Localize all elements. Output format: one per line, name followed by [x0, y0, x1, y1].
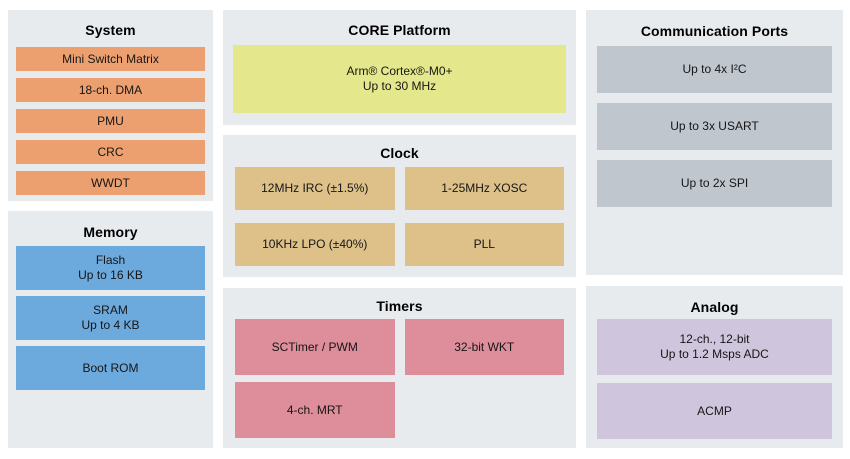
block-label-line2: Up to 4 KB	[81, 318, 140, 332]
block-sctimer-pwm: SCTimer / PWM	[235, 319, 395, 375]
panel-system-title: System	[85, 22, 136, 38]
panel-memory-blocks: Flash Up to 16 KB SRAM Up to 4 KB Boot R…	[16, 246, 205, 390]
block-crc: CRC	[16, 140, 205, 164]
panel-communication-ports-title: Communication Ports	[640, 23, 789, 39]
block-label-line2: Up to 30 MHz	[362, 79, 437, 93]
panel-timers-title: Timers	[376, 298, 423, 314]
block-label: WWDT	[91, 175, 130, 190]
block-label-line2: Up to 1.2 Msps ADC	[660, 347, 769, 361]
block-mrt: 4-ch. MRT	[235, 382, 395, 438]
block-label-line1: Flash	[95, 253, 126, 267]
block-usart: Up to 3x USART	[597, 103, 832, 150]
panel-core-platform: CORE Platform Arm® Cortex®-M0+ Up to 30 …	[223, 10, 576, 125]
block-label: 1-25MHz XOSC	[441, 181, 528, 195]
panel-communication-ports: Communication Ports Up to 4x I²C Up to 3…	[586, 10, 843, 275]
block-label: SCTimer / PWM	[271, 339, 358, 354]
panel-communication-ports-blocks: Up to 4x I²C Up to 3x USART Up to 2x SPI	[597, 46, 832, 207]
block-label-line1: SRAM	[93, 303, 128, 317]
block-wkt: 32-bit WKT	[404, 319, 564, 375]
block-arm-cortex-m0plus: Arm® Cortex®-M0+ Up to 30 MHz	[233, 45, 566, 113]
block-label: PMU	[97, 113, 124, 128]
block-label-line1: 12-ch., 12-bit	[679, 332, 750, 346]
block-flash: Flash Up to 16 KB	[16, 246, 205, 290]
block-acmp: ACMP	[597, 383, 832, 439]
block-dma: 18-ch. DMA	[16, 78, 205, 102]
panel-memory-title: Memory	[83, 224, 138, 240]
block-label: 12MHz IRC (±1.5%)	[261, 181, 369, 195]
block-label: Up to 2x SPI	[680, 176, 749, 190]
block-label: ACMP	[697, 403, 732, 418]
block-pmu: PMU	[16, 109, 205, 133]
panel-analog-title: Analog	[690, 299, 739, 315]
block-label-line2: Up to 16 KB	[78, 268, 143, 282]
block-label: PLL	[473, 237, 495, 251]
block-sram: SRAM Up to 4 KB	[16, 296, 205, 340]
panel-timers-blocks: SCTimer / PWM 32-bit WKT 4-ch. MRT	[235, 319, 564, 438]
panel-clock-title: Clock	[380, 145, 419, 161]
block-label: 4-ch. MRT	[286, 402, 343, 417]
block-label: 18-ch. DMA	[78, 82, 143, 97]
panel-timers: Timers SCTimer / PWM 32-bit WKT 4-ch. MR…	[223, 288, 576, 448]
block-label: 32-bit WKT	[454, 339, 515, 354]
panel-clock-blocks: 12MHz IRC (±1.5%) 1-25MHz XOSC 10KHz LPO…	[235, 167, 564, 266]
block-wwdt: WWDT	[16, 171, 205, 195]
block-lpo: 10KHz LPO (±40%)	[235, 223, 395, 266]
panel-clock: Clock 12MHz IRC (±1.5%) 1-25MHz XOSC 10K…	[223, 135, 576, 277]
panel-analog: Analog 12-ch., 12-bit Up to 1.2 Msps ADC…	[586, 286, 843, 448]
block-spi: Up to 2x SPI	[597, 160, 832, 207]
block-label: Boot ROM	[82, 360, 139, 375]
block-label: CRC	[97, 144, 124, 159]
panel-core-platform-blocks: Arm® Cortex®-M0+ Up to 30 MHz	[233, 45, 566, 113]
panel-system-blocks: Mini Switch Matrix 18-ch. DMA PMU CRC WW…	[16, 47, 205, 195]
block-mini-switch-matrix: Mini Switch Matrix	[16, 47, 205, 71]
block-i2c: Up to 4x I²C	[597, 46, 832, 93]
panel-core-platform-title: CORE Platform	[348, 22, 451, 38]
block-irc: 12MHz IRC (±1.5%)	[235, 167, 395, 210]
block-xosc: 1-25MHz XOSC	[404, 167, 564, 210]
block-label-line1: Arm® Cortex®-M0+	[346, 64, 453, 78]
block-boot-rom: Boot ROM	[16, 346, 205, 390]
block-adc: 12-ch., 12-bit Up to 1.2 Msps ADC	[597, 319, 832, 375]
panel-analog-blocks: 12-ch., 12-bit Up to 1.2 Msps ADC ACMP	[597, 319, 832, 439]
block-label: Up to 3x USART	[670, 119, 759, 133]
block-label: 10KHz LPO (±40%)	[262, 237, 368, 251]
panel-system: System Mini Switch Matrix 18-ch. DMA PMU…	[8, 10, 213, 201]
block-pll: PLL	[404, 223, 564, 266]
block-label: Mini Switch Matrix	[62, 51, 159, 66]
panel-memory: Memory Flash Up to 16 KB SRAM Up to 4 KB…	[8, 211, 213, 448]
block-label: Up to 4x I²C	[682, 62, 747, 76]
